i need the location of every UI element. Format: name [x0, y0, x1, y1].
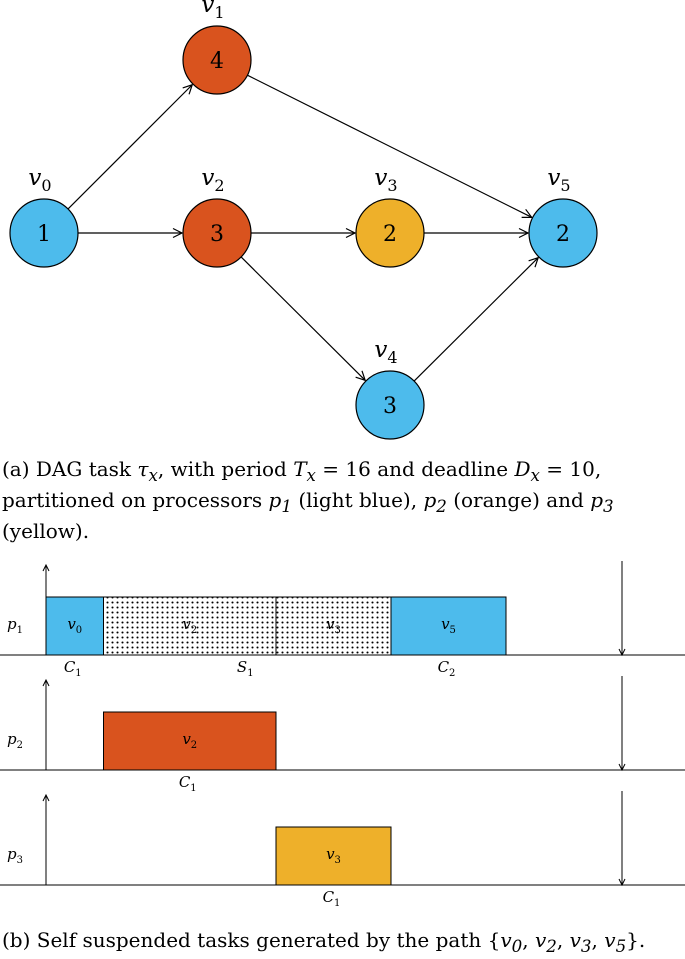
p2-block-v2 [103, 711, 277, 771]
node-v3-label: v3 [374, 165, 397, 195]
caption-b-v0: v0 [500, 928, 523, 956]
node-v0-label: v0 [28, 165, 51, 195]
dag-nodes: 1 v0 4 v1 3 v2 2 v3 3 v4 2 v5 [9, 0, 598, 440]
node-v4-label: v4 [374, 337, 397, 367]
caption-a-p1: p1 [268, 488, 292, 516]
node-v2-circle [182, 198, 252, 268]
node-v1: 4 v1 [182, 0, 252, 95]
node-v5-circle [528, 198, 598, 268]
node-v1-label: v1 [201, 0, 224, 22]
caption-b-prefix: (b) Self suspended tasks generated by th… [2, 928, 501, 952]
node-v4-weight: 3 [383, 394, 397, 419]
edge-v4-v5 [413, 256, 540, 382]
caption-b: (b) Self suspended tasks generated by th… [2, 928, 646, 956]
p1-block-v3-suspension [275, 596, 392, 656]
p3-segment-C1: C1 [323, 888, 341, 909]
node-v1-weight: 4 [210, 49, 224, 74]
caption-a-p2: p2 [423, 488, 447, 516]
p2-deadline-arrowhead [618, 763, 626, 772]
caption-a-text-4: (light blue), [291, 488, 424, 512]
caption-a-period: Tx [293, 457, 316, 485]
p3-block-v3 [275, 826, 392, 886]
caption-a-text-1: , with period [157, 457, 294, 481]
p1-release-arrowhead [42, 563, 50, 572]
p1-block-label-v3: v3 [326, 615, 341, 636]
caption-a-text-3: = 10, partitioned on processors [2, 457, 602, 512]
node-v3: 2 v3 [355, 165, 425, 268]
edge-v2-v4 [240, 256, 367, 382]
caption-a-tau: τx [137, 457, 158, 485]
node-v5: 2 v5 [528, 165, 598, 268]
caption-a-text-5: (orange) and [446, 488, 591, 512]
p1-deadline-arrowhead [618, 648, 626, 657]
caption-b-v2: v2 [534, 928, 557, 956]
node-v3-circle [355, 198, 425, 268]
caption-a: (a) DAG task τx, with period Tx = 16 and… [2, 457, 682, 544]
p3-label: p3 [7, 845, 23, 866]
node-v3-weight: 2 [383, 222, 397, 247]
node-v2-label: v2 [201, 165, 224, 195]
node-v0: 1 v0 [9, 165, 79, 268]
caption-a-p3: p3 [590, 488, 614, 516]
p1-label: p1 [7, 615, 23, 636]
p1-block-label-v0: v0 [67, 615, 82, 636]
p2-release-arrowhead [42, 678, 50, 687]
p1-segment-C2: C2 [438, 658, 456, 679]
node-v5-weight: 2 [556, 222, 570, 247]
edge-v1-v5 [247, 74, 533, 218]
p1-block-v2-suspension [103, 596, 277, 656]
p1-segment-S1: S1 [237, 658, 254, 679]
caption-a-prefix: (a) DAG task [2, 457, 138, 481]
node-v2: 3 v2 [182, 165, 252, 268]
p1-block-v5 [390, 596, 507, 656]
node-v2-weight: 3 [210, 222, 224, 247]
p1-block-label-v5: v5 [441, 615, 456, 636]
edge-v0-v1 [67, 83, 194, 210]
caption-a-text-6: (yellow). [2, 519, 90, 543]
node-v0-circle [9, 198, 79, 268]
p2-block-label-v2: v2 [182, 730, 197, 751]
node-v4: 3 v4 [355, 337, 425, 440]
p2-label: p2 [7, 730, 23, 751]
dag-edges [67, 74, 540, 382]
p3-deadline-arrowhead [618, 878, 626, 887]
node-v4-circle [355, 370, 425, 440]
caption-a-text-2: = 16 and deadline [315, 457, 515, 481]
p2-segment-C1: C1 [179, 773, 197, 794]
p1-segment-C1: C1 [64, 658, 82, 679]
caption-b-end: }. [626, 928, 646, 952]
caption-b-v3: v3 [569, 928, 592, 956]
caption-b-v5: v5 [604, 928, 627, 956]
node-v1-circle [182, 25, 252, 95]
p3-release-arrowhead [42, 793, 50, 802]
node-v0-weight: 1 [37, 222, 51, 247]
p3-block-label-v3: v3 [326, 845, 341, 866]
caption-a-deadline: Dx [514, 457, 540, 485]
p1-block-label-v2: v2 [182, 615, 197, 636]
node-v5-label: v5 [547, 165, 570, 195]
